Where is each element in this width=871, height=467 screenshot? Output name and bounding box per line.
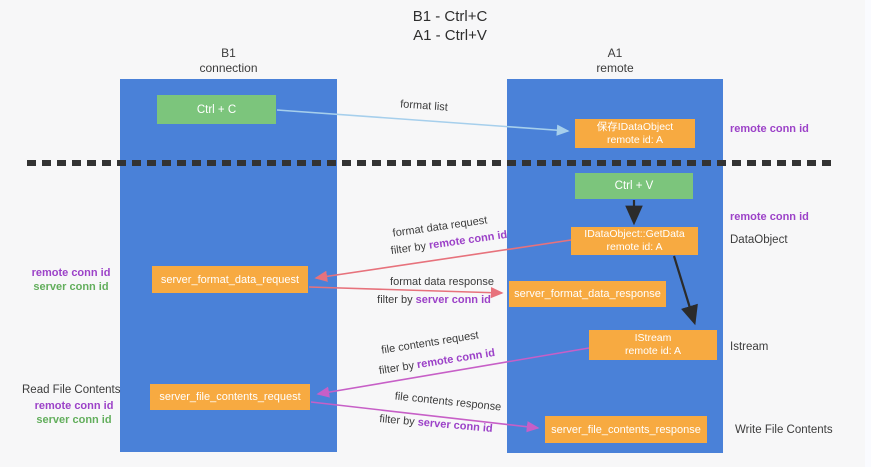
- node-ctrl-v-label: Ctrl + V: [614, 180, 654, 192]
- server-conn-id-text: server conn id: [417, 416, 494, 435]
- lifeline-a1-name: A1: [607, 46, 623, 60]
- left-label-server-conn-id-2: server conn id: [36, 414, 112, 426]
- node-server-file-contents-request: server_file_contents_request: [150, 384, 310, 410]
- right-label-write-file-contents: Write File Contents: [735, 424, 833, 436]
- node-file-response-label: server_file_contents_response: [551, 423, 701, 436]
- right-label-dataobject: DataObject: [730, 234, 788, 246]
- lifeline-b1-role: connection: [199, 61, 258, 75]
- lifeline-header-b1: B1 connection: [120, 46, 337, 76]
- filter-by-text: filter by: [390, 239, 430, 258]
- node-getdata-line2: remote id: A: [606, 241, 663, 253]
- edge-label-format-list: format list: [399, 98, 449, 114]
- lifeline-header-a1: A1 remote: [507, 46, 723, 76]
- node-file-request-label: server_file_contents_request: [159, 391, 301, 403]
- filter-by-text: filter by: [377, 294, 416, 306]
- right-label-remote-conn-id-mid: remote conn id: [730, 211, 809, 223]
- remote-conn-id-text: remote conn id: [416, 346, 496, 372]
- node-server-format-data-response: server_format_data_response: [509, 281, 666, 307]
- node-saved-idataobject: 保存IDataObject remote id: A: [575, 119, 695, 148]
- node-istream-line2: remote id: A: [624, 345, 682, 357]
- node-istream-line1: IStream: [634, 332, 672, 344]
- left-label-remote-conn-id-2: remote conn id: [34, 400, 114, 412]
- left-label-server-conn-id-1: server conn id: [33, 281, 109, 293]
- phase-separator-dashed-line: [27, 160, 836, 166]
- edge-label-file-contents-response: file contents response: [394, 390, 502, 414]
- lifeline-b1-name: B1: [221, 46, 236, 60]
- node-istream: IStream remote id: A: [589, 330, 717, 360]
- node-server-format-data-request: server_format_data_request: [152, 266, 308, 293]
- edge-label-format-data-response: format data response: [390, 276, 494, 288]
- edge-label-format-data-response-filter: filter by server conn id: [354, 294, 514, 306]
- title-line-2: A1 - Ctrl+V: [413, 27, 487, 44]
- lifeline-a1-role: remote: [596, 61, 634, 75]
- node-ctrl-v: Ctrl + V: [575, 173, 693, 199]
- filter-by-text: filter by: [378, 359, 419, 378]
- node-saved-idataobject-line2: remote id: A: [606, 133, 664, 146]
- filter-by-text: filter by: [378, 413, 419, 429]
- edge-label-file-contents-response-filter: filter by server conn id: [356, 411, 516, 437]
- server-conn-id-text: server conn id: [415, 294, 491, 306]
- right-label-remote-conn-id-top: remote conn id: [730, 123, 809, 135]
- right-label-istream: Istream: [730, 341, 769, 353]
- node-format-response-label: server_format_data_response: [514, 288, 661, 300]
- node-ctrl-c-label: Ctrl + C: [196, 103, 237, 116]
- node-ctrl-c: Ctrl + C: [157, 95, 276, 124]
- left-label-remote-conn-id-1: remote conn id: [31, 267, 111, 279]
- title-line-1: B1 - Ctrl+C: [412, 8, 488, 25]
- node-idataobject-getdata: IDataObject::GetData remote id: A: [571, 227, 698, 255]
- node-saved-idataobject-line1: 保存IDataObject: [596, 120, 674, 133]
- node-format-request-label: server_format_data_request: [160, 273, 300, 286]
- node-getdata-line1: IDataObject::GetData: [584, 228, 685, 240]
- diagram-title: B1 - Ctrl+C A1 - Ctrl+V: [350, 7, 550, 45]
- node-server-file-contents-response: server_file_contents_response: [545, 416, 707, 443]
- right-edge-strip: [865, 0, 871, 467]
- left-label-read-file-contents: Read File Contents: [22, 384, 121, 396]
